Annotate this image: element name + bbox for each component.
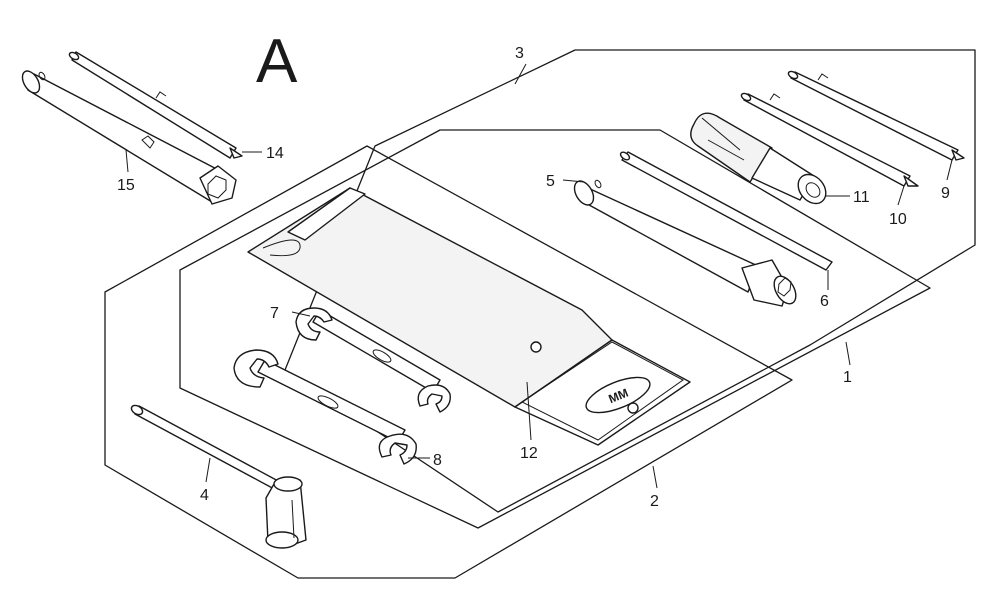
callout-3: 3 <box>515 45 524 62</box>
callout-5: 5 <box>546 173 555 190</box>
callout-6: 6 <box>820 293 829 310</box>
wrench-7 <box>295 307 451 413</box>
bag-snap-button <box>627 402 639 414</box>
callout-14: 14 <box>266 145 284 162</box>
screwdriver-handle-11 <box>690 112 827 205</box>
callout-2: 2 <box>650 493 659 510</box>
leader-lines <box>125 63 953 489</box>
view-label: A <box>256 27 298 96</box>
bag-rivet <box>530 341 542 353</box>
callout-7: 7 <box>270 305 279 322</box>
bag-logo-emblem <box>585 376 651 414</box>
screwdriver-14 <box>68 51 243 159</box>
wrench-8 <box>233 349 417 465</box>
callout-4: 4 <box>200 487 209 504</box>
callout-1: 1 <box>843 369 852 386</box>
screwdriver-bit-9 <box>787 70 965 161</box>
callout-10: 10 <box>889 211 907 228</box>
callout-11: 11 <box>853 189 870 206</box>
box-wrench-15 <box>21 70 237 205</box>
box-wrench-5 <box>573 179 797 307</box>
frame-2 <box>104 145 793 579</box>
callout-8: 8 <box>433 452 442 469</box>
callout-9: 9 <box>941 185 950 202</box>
callout-15: 15 <box>117 177 135 194</box>
spark-plug-wrench-4 <box>130 404 307 549</box>
frame-1 <box>179 129 931 529</box>
bag-logo-mark: MM <box>606 386 630 406</box>
handle-bar-6 <box>619 151 833 271</box>
callout-12: 12 <box>520 445 538 462</box>
tool-bag: MM <box>247 187 691 446</box>
